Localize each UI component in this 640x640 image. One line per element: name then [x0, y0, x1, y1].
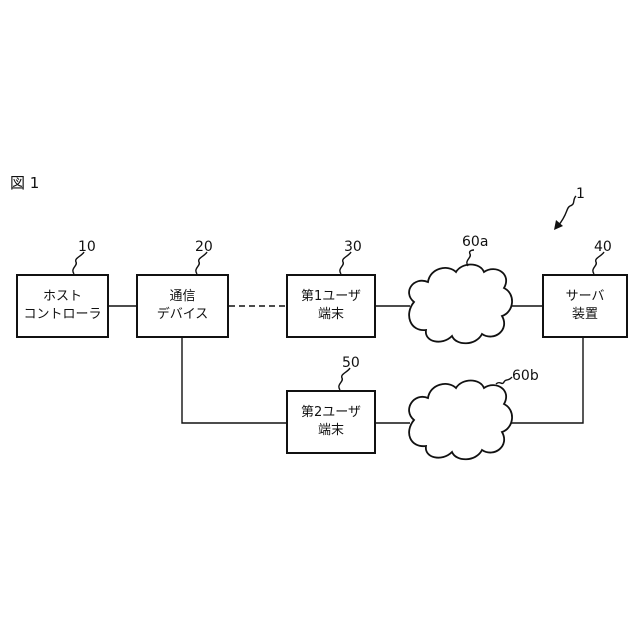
leader-60a — [467, 250, 474, 266]
communication-device-label-line1: 通信 — [169, 288, 195, 306]
server-device-box: サーバ 装置 — [542, 274, 628, 338]
server-device-label-line2: 装置 — [572, 306, 598, 324]
host-controller-label-line2: コントローラ — [23, 306, 101, 324]
leader-20 — [196, 252, 207, 274]
server-device-label-line1: サーバ — [566, 288, 605, 306]
ref-number-40: 40 — [594, 239, 612, 255]
leader-40 — [593, 252, 604, 274]
leader-30 — [340, 252, 351, 274]
figure-label: 図 1 — [10, 174, 39, 192]
leader-1 — [558, 196, 576, 226]
second-user-terminal-label-line1: 第2ユーザ — [301, 404, 361, 422]
ref-number-60b: 60b — [512, 368, 539, 384]
leader-10 — [73, 252, 84, 274]
ref-number-20: 20 — [195, 239, 213, 255]
ref-number-1: 1 — [576, 186, 585, 202]
ref-number-10: 10 — [78, 239, 96, 255]
first-user-terminal-label-line1: 第1ユーザ — [301, 288, 361, 306]
link-comm-to-terminal2 — [182, 338, 286, 423]
communication-device-label-line2: デバイス — [157, 306, 209, 324]
host-controller-label-line1: ホスト — [43, 288, 82, 306]
second-user-terminal-box: 第2ユーザ 端末 — [286, 390, 376, 454]
host-controller-box: ホスト コントローラ — [16, 274, 109, 338]
ref-number-30: 30 — [344, 239, 362, 255]
network-cloud-60a — [409, 265, 512, 344]
ref-number-50: 50 — [342, 355, 360, 371]
leader-60b — [496, 377, 512, 384]
network-cloud-60b — [409, 381, 512, 460]
ref-number-60a: 60a — [462, 234, 488, 250]
first-user-terminal-box: 第1ユーザ 端末 — [286, 274, 376, 338]
first-user-terminal-label-line2: 端末 — [318, 306, 344, 324]
leader-50 — [339, 368, 350, 390]
second-user-terminal-label-line2: 端末 — [318, 422, 344, 440]
communication-device-box: 通信 デバイス — [136, 274, 229, 338]
